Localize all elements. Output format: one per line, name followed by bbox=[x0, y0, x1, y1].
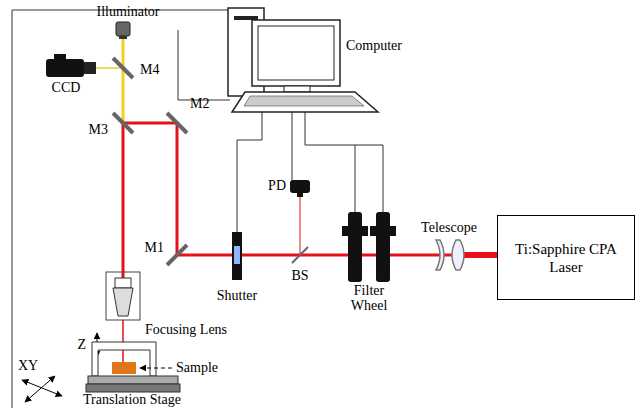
part-label: PD bbox=[268, 178, 286, 193]
part-label: Telescope bbox=[421, 220, 477, 235]
part-label: BS bbox=[291, 268, 308, 283]
part-label: Translation Stage bbox=[83, 392, 181, 407]
photodiode bbox=[290, 180, 310, 197]
part-label: XY bbox=[18, 358, 38, 373]
part-label: M1 bbox=[145, 240, 164, 255]
part-label: M2 bbox=[190, 96, 209, 111]
part-label: Shutter bbox=[217, 288, 257, 303]
part-label: Filter Wheel bbox=[343, 283, 395, 314]
laser-beam bbox=[123, 123, 497, 362]
filter-wheel bbox=[342, 212, 396, 282]
callout-label: Sample bbox=[176, 360, 218, 375]
part-label: Z bbox=[77, 337, 86, 352]
laser-box: Ti:Sapphire CPA Laser bbox=[497, 215, 635, 300]
mirror-symbol bbox=[113, 58, 308, 265]
ccd-camera bbox=[46, 54, 96, 77]
telescope-lenses bbox=[436, 240, 464, 270]
part-label: CCD bbox=[52, 80, 81, 95]
part-label: Focusing Lens bbox=[145, 322, 227, 337]
part-label: M3 bbox=[89, 122, 108, 137]
laser-name: Ti:Sapphire CPA Laser bbox=[498, 240, 634, 276]
part-label: Illuminator bbox=[97, 4, 160, 19]
illumination-beam bbox=[96, 38, 123, 121]
illuminator-icon bbox=[116, 22, 130, 39]
shutter-symbol bbox=[232, 232, 242, 280]
computer-icon bbox=[228, 8, 378, 112]
control-wires bbox=[12, 10, 383, 408]
part-label: Computer bbox=[346, 38, 402, 53]
part-label: M4 bbox=[140, 62, 159, 77]
